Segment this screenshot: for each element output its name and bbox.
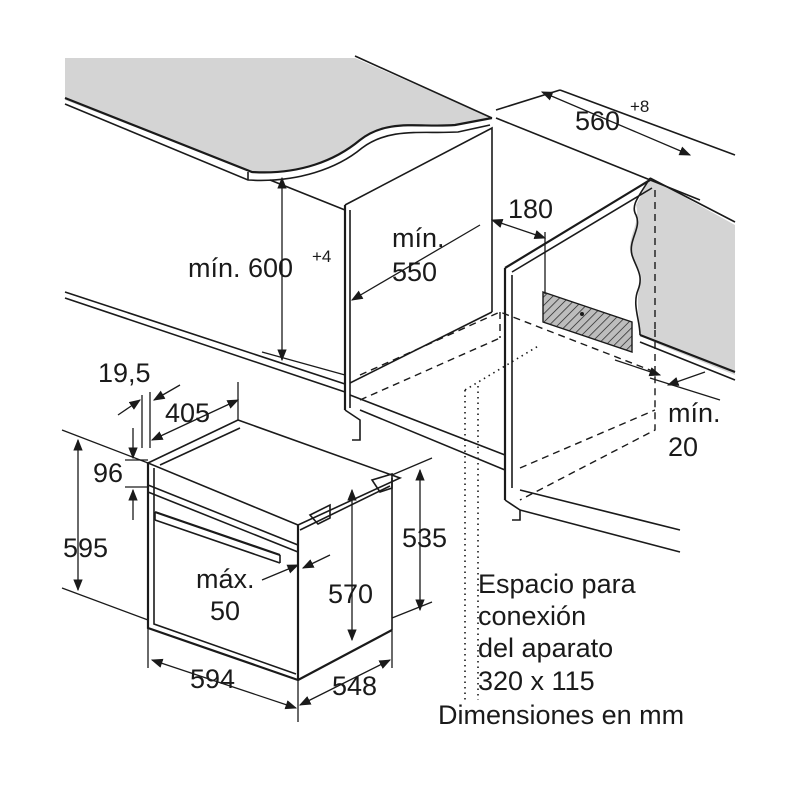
label-min-600-tolerance: +4 xyxy=(312,247,331,266)
label-594: 594 xyxy=(190,664,235,694)
label-180: 180 xyxy=(508,194,553,224)
label-535: 535 xyxy=(402,523,447,553)
units-caption: Dimensiones en mm xyxy=(438,700,684,730)
cabinet-niche xyxy=(64,89,736,553)
label-560-tolerance: +8 xyxy=(630,97,649,116)
label-405: 405 xyxy=(165,398,210,428)
label-96: 96 xyxy=(93,458,123,488)
connection-space xyxy=(542,291,633,353)
label-max-50-line2: 50 xyxy=(210,596,240,626)
label-min-20-line2: 20 xyxy=(668,432,698,462)
label-min-550-line1: mín. xyxy=(392,223,445,253)
connection-caption: Espacio para conexión del aparato 320 x … xyxy=(438,569,684,730)
label-max-50-line1: máx. xyxy=(196,564,255,594)
label-560: 560 xyxy=(575,106,620,136)
oven xyxy=(146,419,403,682)
connection-line-1: Espacio para xyxy=(478,569,637,599)
dimension-labels: 560 +8 180 mín. 550 mín. 600 +4 mín. 20 … xyxy=(63,97,721,701)
label-min-600: mín. 600 xyxy=(188,253,293,283)
connection-line-2: conexión xyxy=(478,601,586,631)
niche-rear-dashed xyxy=(359,311,656,700)
label-min-550-line2: 550 xyxy=(392,257,437,287)
label-595: 595 xyxy=(63,533,108,563)
connection-line-3: del aparato xyxy=(478,633,613,663)
label-570: 570 xyxy=(328,579,373,609)
label-min-20-line1: mín. xyxy=(668,398,721,428)
dimension-lines xyxy=(61,91,721,722)
label-19-5: 19,5 xyxy=(98,358,151,388)
worktop-right xyxy=(629,177,736,381)
label-548: 548 xyxy=(332,671,377,701)
connection-line-4: 320 x 115 xyxy=(478,666,595,696)
